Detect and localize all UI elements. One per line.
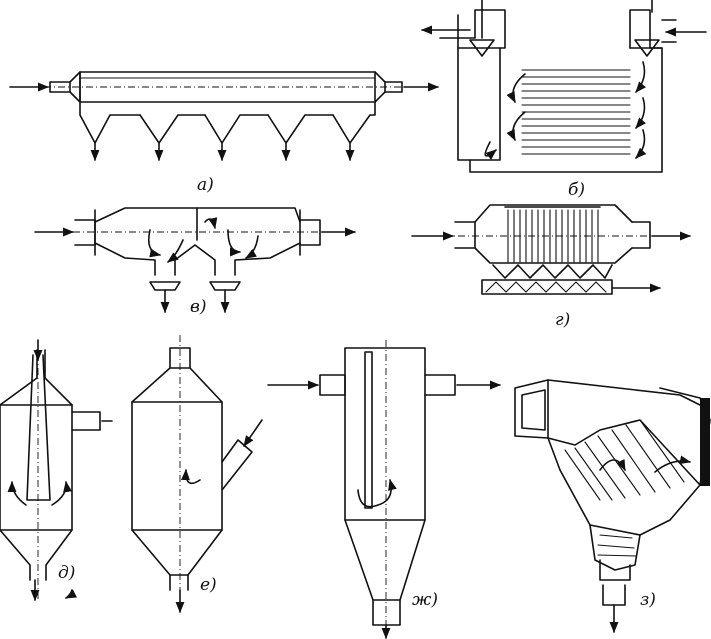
label-e: е) xyxy=(200,575,217,595)
label-a: а) xyxy=(197,175,214,195)
diagram-e: е) xyxy=(131,335,263,615)
hatching xyxy=(564,419,685,557)
diagram-v: в) xyxy=(34,207,357,317)
diagram-a: а) xyxy=(9,71,440,195)
diagram-zh: ж) xyxy=(267,340,502,639)
diagram-d: д) xyxy=(0,339,113,602)
diagram-b: б) xyxy=(420,0,707,200)
diagram-g: г) xyxy=(411,204,692,330)
shelves xyxy=(521,69,631,155)
diagram-z: з) xyxy=(514,379,711,634)
label-g: г) xyxy=(555,310,570,330)
label-zh: ж) xyxy=(412,590,438,610)
label-v: в) xyxy=(190,297,207,317)
label-b: б) xyxy=(568,180,585,200)
label-z: з) xyxy=(640,590,656,610)
label-d: д) xyxy=(58,563,75,583)
